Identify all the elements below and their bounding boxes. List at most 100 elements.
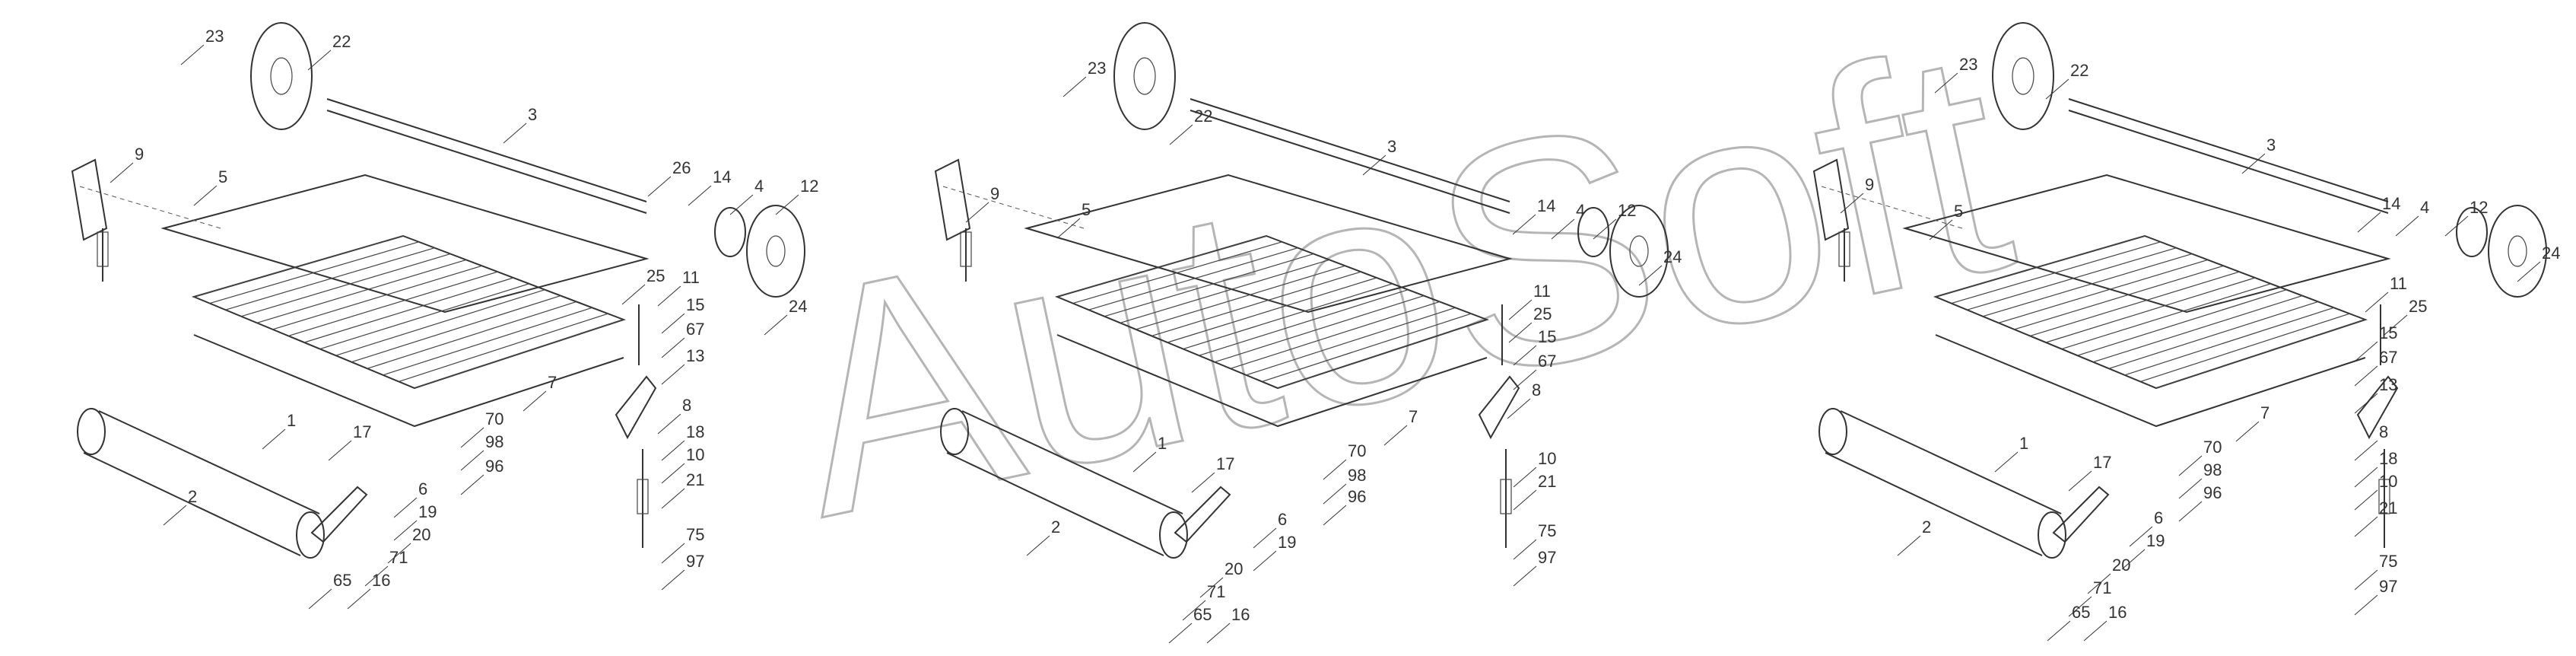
leader-20 bbox=[2087, 573, 2111, 594]
leader-75 bbox=[661, 543, 685, 564]
part-label-75: 75 bbox=[2379, 552, 2397, 571]
leader-19 bbox=[393, 520, 418, 541]
part-label-23: 23 bbox=[1959, 55, 1977, 74]
part-label-65: 65 bbox=[1193, 605, 1212, 624]
bearing-flange bbox=[714, 207, 746, 257]
conveyor-frame bbox=[191, 234, 627, 428]
part-label-7: 7 bbox=[2260, 403, 2269, 422]
part-label-2: 2 bbox=[188, 487, 197, 506]
drive-shaft bbox=[2068, 98, 2389, 202]
leader-23 bbox=[1934, 72, 1958, 94]
leader-10 bbox=[661, 463, 685, 484]
leader-12 bbox=[2444, 215, 2469, 237]
base-plate bbox=[1902, 174, 2391, 314]
leader-22 bbox=[307, 49, 332, 71]
leader-9 bbox=[965, 202, 989, 223]
leader-10 bbox=[2354, 489, 2378, 511]
tensioner-arm bbox=[310, 486, 368, 543]
part-label-25: 25 bbox=[1533, 304, 1552, 323]
part-label-21: 21 bbox=[2379, 498, 2397, 517]
leader-8 bbox=[1507, 398, 1531, 419]
leader-3 bbox=[503, 123, 527, 144]
part-label-2: 2 bbox=[1922, 517, 1931, 537]
spring bbox=[97, 231, 109, 267]
leader-67 bbox=[2354, 365, 2378, 387]
part-label-12: 12 bbox=[1618, 201, 1636, 220]
part-label-1: 1 bbox=[1158, 434, 1167, 453]
part-label-9: 9 bbox=[1865, 175, 1874, 194]
drive-shaft bbox=[326, 98, 647, 202]
leader-17 bbox=[2068, 470, 2092, 492]
part-label-2: 2 bbox=[1051, 517, 1060, 537]
part-label-6: 6 bbox=[1278, 510, 1287, 529]
leader-24 bbox=[2517, 261, 2541, 282]
leader-7 bbox=[1383, 425, 1408, 446]
leader-12 bbox=[775, 194, 799, 215]
leader-9 bbox=[110, 162, 134, 183]
part-label-24: 24 bbox=[2542, 244, 2560, 263]
leader-25 bbox=[2384, 314, 2408, 336]
part-label-8: 8 bbox=[2379, 422, 2388, 441]
leader-16 bbox=[2083, 620, 2107, 642]
drive-wheel-hub bbox=[1629, 235, 1649, 267]
leader-15 bbox=[2354, 341, 2378, 362]
leader-1 bbox=[1132, 451, 1157, 473]
leader-3 bbox=[2241, 153, 2266, 174]
drive-wheel-hub bbox=[2508, 235, 2527, 267]
part-label-10: 10 bbox=[2379, 472, 2397, 491]
drive-shaft-edge bbox=[1190, 110, 1510, 214]
part-label-67: 67 bbox=[1538, 352, 1556, 371]
leader-70 bbox=[1323, 459, 1347, 480]
part-label-18: 18 bbox=[686, 422, 704, 441]
roller-body bbox=[946, 410, 1183, 556]
leader-13 bbox=[661, 364, 685, 385]
leader-21 bbox=[1513, 489, 1537, 511]
part-label-10: 10 bbox=[1538, 449, 1556, 468]
part-label-71: 71 bbox=[1207, 582, 1225, 601]
part-label-97: 97 bbox=[2379, 577, 2397, 596]
part-label-14: 14 bbox=[1537, 196, 1555, 215]
bolt-stack bbox=[1501, 304, 1507, 548]
part-label-9: 9 bbox=[990, 184, 999, 203]
part-label-65: 65 bbox=[333, 571, 351, 590]
leader-1 bbox=[262, 428, 286, 450]
part-label-11: 11 bbox=[682, 268, 700, 287]
leader-19 bbox=[2121, 549, 2146, 570]
drive-wheel bbox=[1609, 205, 1669, 298]
part-label-5: 5 bbox=[1082, 200, 1091, 219]
leader-12 bbox=[1593, 218, 1617, 240]
conveyor-frame bbox=[1933, 234, 2368, 428]
base-plate bbox=[160, 174, 650, 314]
part-label-11: 11 bbox=[2390, 274, 2407, 293]
leader-75 bbox=[2354, 569, 2378, 591]
pulley-hub bbox=[2012, 57, 2034, 95]
leader-16 bbox=[1206, 623, 1231, 644]
spring bbox=[960, 231, 972, 267]
leader-8 bbox=[2354, 440, 2378, 461]
part-label-12: 12 bbox=[800, 177, 818, 196]
roller-end-left bbox=[1818, 408, 1847, 455]
part-label-24: 24 bbox=[1663, 247, 1682, 266]
leader-96 bbox=[1323, 505, 1347, 526]
drive-wheel bbox=[746, 205, 805, 298]
part-label-15: 15 bbox=[686, 295, 704, 314]
leader-2 bbox=[163, 505, 187, 526]
part-label-19: 19 bbox=[418, 502, 437, 521]
part-label-12: 12 bbox=[2470, 198, 2488, 217]
leader-4 bbox=[729, 194, 754, 215]
part-label-6: 6 bbox=[418, 479, 427, 498]
roller-body bbox=[1825, 410, 2062, 556]
leader-10 bbox=[1513, 467, 1537, 488]
part-label-18: 18 bbox=[2379, 449, 2397, 468]
base-plate bbox=[1024, 174, 1513, 314]
mounting-bracket bbox=[1812, 158, 1850, 241]
leader-67 bbox=[1513, 369, 1537, 390]
part-label-23: 23 bbox=[1088, 59, 1106, 78]
watermark: AutoSoft bbox=[761, 0, 2035, 584]
leader-70 bbox=[460, 427, 484, 448]
part-label-67: 67 bbox=[2379, 348, 2397, 367]
roller-end-right bbox=[2038, 511, 2066, 559]
part-label-21: 21 bbox=[1538, 472, 1556, 491]
